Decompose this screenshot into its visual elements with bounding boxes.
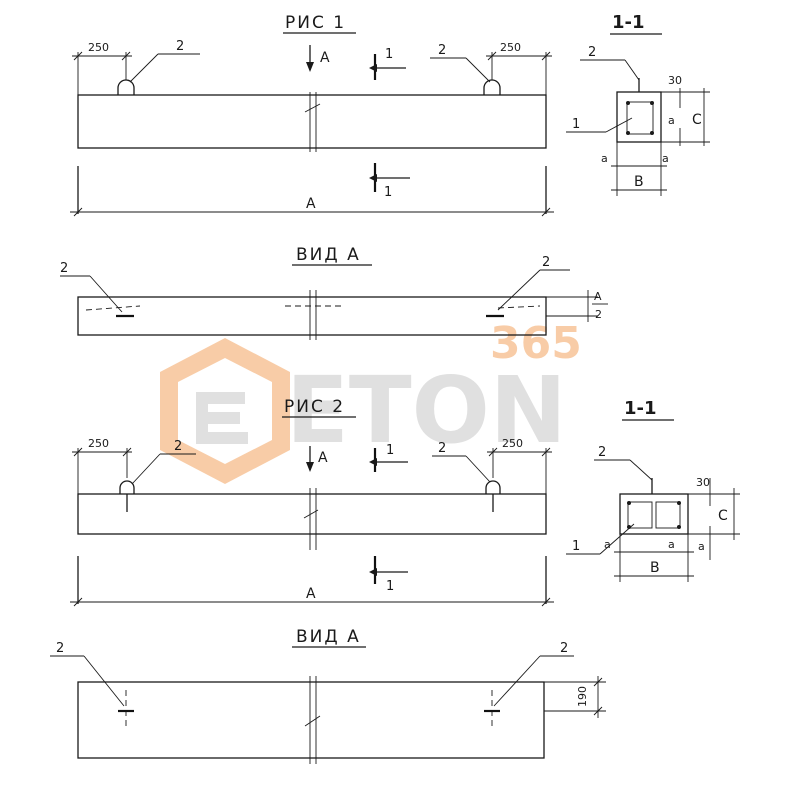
fig2-callout-loop-left: 2 [174, 439, 182, 454]
fig1-cut-mark-top: 1 [385, 47, 393, 62]
fig1-section-outline [616, 91, 662, 143]
fig1-view-callout-left: 2 [60, 261, 68, 276]
watermark-logo-icon [160, 338, 290, 484]
fig1-view-beam [77, 296, 547, 336]
fig1-section-dim-height: C [692, 112, 702, 128]
fig2-section-title: 1-1 [624, 398, 657, 419]
fig1-view-a: ВИД А 2 2 A 2 [60, 245, 608, 340]
fig1-view-dim-half-den: 2 [595, 308, 602, 321]
fig2-section-rebar-cage-right [655, 501, 681, 529]
fig2-section-outline [619, 493, 689, 535]
fig2-dim-250-right: 250 [502, 437, 523, 450]
fig2-title-text: РИС 2 [284, 397, 345, 417]
fig1-dim-250-right: 250 [500, 41, 521, 54]
fig2-section-dim-edge-right: a [698, 540, 705, 553]
fig2-callout-loop-right: 2 [438, 441, 446, 456]
fig2-view-arrow-letter: A [318, 450, 328, 466]
fig2-section-callout-rebar: 1 [572, 539, 580, 554]
fig1-section-dim-edge-bottom: a [662, 152, 669, 165]
fig1-lifting-loop-left [117, 79, 135, 95]
fig1-elevation: 250 250 2 2 A 1 [72, 39, 552, 152]
fig1-plan-dim-A: A [306, 196, 316, 212]
fig2-view-label: ВИД А [296, 627, 361, 647]
fig2-section-dim-width: B [650, 560, 660, 576]
fig2-section-dim-height: C [718, 508, 728, 524]
fig2-cut-mark-top: 1 [386, 443, 394, 458]
fig1-dim-250-left: 250 [88, 41, 109, 54]
fig2-lifting-loop-left [119, 480, 135, 494]
fig2-beam-front [77, 493, 547, 535]
fig1-section-1-1: 1-1 2 1 30 a C a a B [566, 12, 710, 196]
fig2-view-dim-190: 190 [576, 686, 589, 707]
fig1-view-dim-half-num: A [594, 290, 602, 303]
fig2-section-callout-loop: 2 [598, 445, 606, 460]
fig2-title: РИС 2 [282, 397, 356, 418]
fig1-view-callout-right: 2 [542, 255, 550, 270]
watermark: 365 ETON [160, 318, 582, 484]
fig2-view-callout-right: 2 [560, 641, 568, 656]
fig2-plan: A 1 [70, 556, 554, 607]
fig1-section-title: 1-1 [612, 12, 645, 33]
fig2-dim-250-left: 250 [88, 437, 109, 450]
fig1-plan: A 1 [70, 163, 554, 217]
fig2-section-rebar-cage-left [627, 501, 653, 529]
fig1-title: РИС 1 [283, 13, 356, 34]
fig1-callout-loop-right: 2 [438, 43, 446, 58]
fig1-callout-loop-left: 2 [176, 39, 184, 54]
fig2-plan-dim-A: A [306, 586, 316, 602]
watermark-number: 365 [490, 318, 582, 369]
fig2-section-1-1: 1-1 2 1 30 a C a a B [566, 398, 740, 582]
fig1-beam-front [77, 94, 547, 149]
fig1-view-arrow-letter: A [320, 50, 330, 66]
fig2-section-dim-edge-bottom: a [668, 538, 675, 551]
fig1-section-rebar-cage [626, 101, 654, 135]
fig1-cut-mark-bottom: 1 [384, 185, 392, 200]
fig2-section-dim-cover: 30 [696, 476, 710, 489]
fig1-section-dim-edge-right: a [668, 114, 675, 127]
fig2-view-beam [77, 681, 545, 759]
fig1-section-dim-cover: 30 [668, 74, 682, 87]
fig2-elevation: 250 250 2 2 A 1 [72, 437, 552, 550]
watermark-word: ETON [286, 357, 567, 464]
fig1-section-callout-loop: 2 [588, 45, 596, 60]
fig2-cut-mark-bottom: 1 [386, 579, 394, 594]
fig1-view-label: ВИД А [296, 245, 361, 265]
fig1-section-callout-rebar: 1 [572, 117, 580, 132]
fig1-section-dim-width: B [634, 174, 644, 190]
fig2-lifting-loop-right [485, 480, 501, 494]
fig1-title-text: РИС 1 [285, 13, 346, 33]
fig2-view-callout-left: 2 [56, 641, 64, 656]
fig2-section-dim-edge-left: a [604, 538, 611, 551]
fig1-section-dim-edge-left: a [601, 152, 608, 165]
fig2-view-a: ВИД А 2 2 190 [50, 627, 606, 764]
fig1-lifting-loop-right [483, 79, 501, 95]
